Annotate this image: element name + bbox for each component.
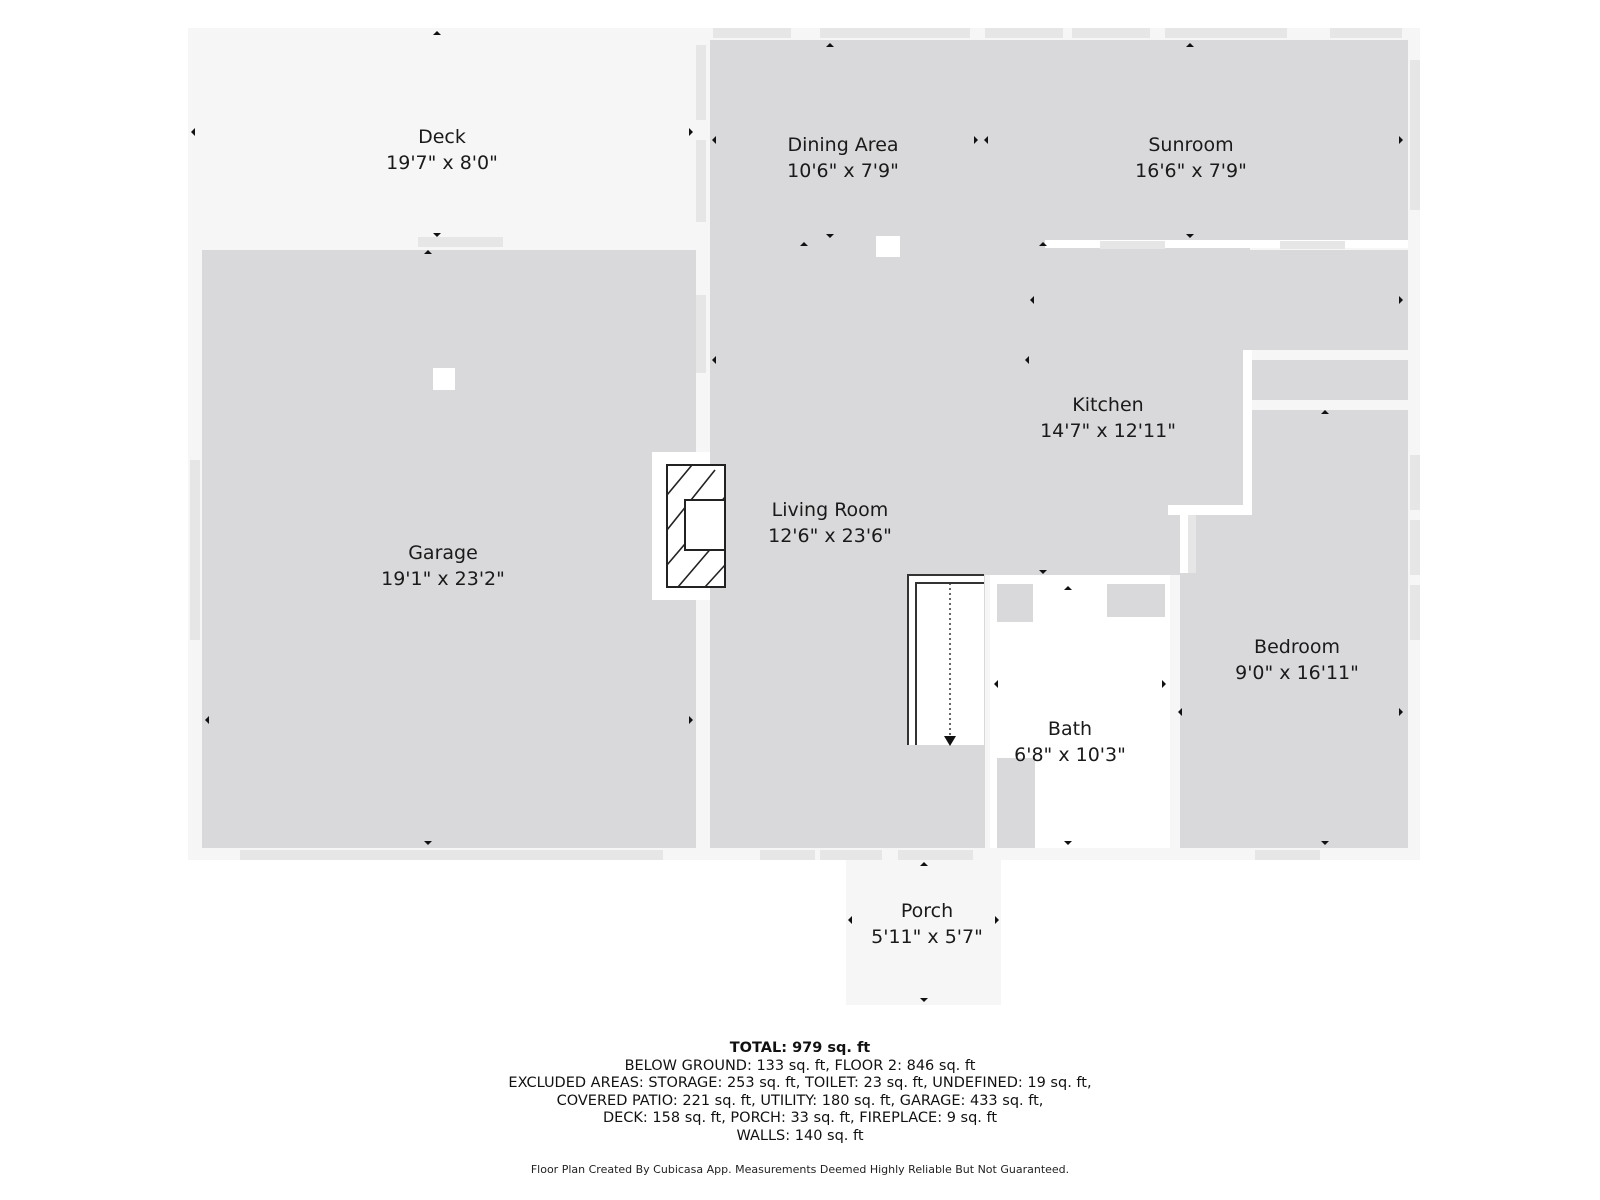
kitchen-sunroom-wall <box>1243 350 1252 515</box>
dimension-markers <box>191 31 1403 1002</box>
room-name: Deck <box>418 126 466 148</box>
room-name: Bedroom <box>1254 636 1340 658</box>
room-label-bedroom: Bedroom 9'0" x 16'11" <box>1235 636 1359 684</box>
room-label-porch: Porch 5'11" x 5'7" <box>871 900 983 948</box>
room-name: Garage <box>408 542 478 564</box>
room-name: Dining Area <box>787 134 898 156</box>
stairs-outline <box>907 574 984 745</box>
room-dimensions: 6'8" x 10'3" <box>1014 744 1126 766</box>
porch-area <box>846 860 1001 1005</box>
room-dimensions: 14'7" x 12'11" <box>1040 420 1176 442</box>
room-label-garage: Garage 19'1" x 23'2" <box>381 542 505 590</box>
dining-column <box>876 236 900 257</box>
area-summary-line: EXCLUDED AREAS: STORAGE: 253 sq. ft, TOI… <box>508 1075 1092 1091</box>
window-marks <box>190 28 1420 860</box>
stairs-arrow-head <box>944 736 956 746</box>
kitchen-lower <box>985 250 1243 505</box>
bath-tub <box>1107 584 1165 617</box>
garage-column <box>433 368 455 390</box>
disclaimer-note: Floor Plan Created By Cubicasa App. Meas… <box>530 1163 1070 1176</box>
fireplace-opening <box>684 499 726 551</box>
room-dimensions: 12'6" x 23'6" <box>768 525 892 547</box>
area-summary-line: DECK: 158 sq. ft, PORCH: 33 sq. ft, FIRE… <box>602 1110 998 1126</box>
room-name: Bath <box>1048 718 1092 740</box>
room-label-sunroom: Sunroom 16'6" x 7'9" <box>1135 134 1247 182</box>
kitchen-wall-gap <box>1045 240 1408 248</box>
total-area: TOTAL: 979 sq. ft <box>729 1040 871 1056</box>
bath-closet <box>997 758 1035 848</box>
kitchen-counter <box>1252 360 1408 400</box>
sunroom-room <box>982 40 1408 240</box>
room-dimensions: 10'6" x 7'9" <box>787 160 899 182</box>
room-dimensions: 5'11" x 5'7" <box>871 926 983 948</box>
area-summary: TOTAL: 979 sq. ft BELOW GROUND: 133 sq. … <box>0 1040 1600 1145</box>
room-label-bath: Bath 6'8" x 10'3" <box>1014 718 1126 766</box>
stairs-frame <box>908 575 984 745</box>
room-name: Living Room <box>772 499 889 521</box>
bedroom-lower <box>1180 515 1408 848</box>
room-label-kitchen: Kitchen 14'7" x 12'11" <box>1040 394 1176 442</box>
room-dimensions: 19'1" x 23'2" <box>381 568 505 590</box>
room-name: Sunroom <box>1148 134 1233 156</box>
area-summary-line: COVERED PATIO: 221 sq. ft, UTILITY: 180 … <box>556 1092 1044 1109</box>
dining-area-room <box>710 40 982 240</box>
deck-area <box>188 28 703 243</box>
room-name: Kitchen <box>1072 394 1143 416</box>
kitchen-bottom-wall <box>1168 505 1252 515</box>
bedroom-closet-wall <box>1180 515 1188 573</box>
room-name: Porch <box>901 900 953 922</box>
room-label-dining-area: Dining Area 10'6" x 7'9" <box>787 134 899 182</box>
room-label-living-room: Living Room 12'6" x 23'6" <box>768 499 892 547</box>
room-dimensions: 19'7" x 8'0" <box>386 152 498 174</box>
room-dimensions: 16'6" x 7'9" <box>1135 160 1247 182</box>
area-summary-line: WALLS: 140 sq. ft <box>736 1127 864 1144</box>
room-dimensions: 9'0" x 16'11" <box>1235 662 1359 684</box>
bath-vanity <box>997 584 1033 622</box>
garage-room <box>202 250 696 848</box>
area-summary-line: BELOW GROUND: 133 sq. ft, FLOOR 2: 846 s… <box>624 1057 976 1074</box>
room-label-deck: Deck 19'7" x 8'0" <box>386 126 498 174</box>
